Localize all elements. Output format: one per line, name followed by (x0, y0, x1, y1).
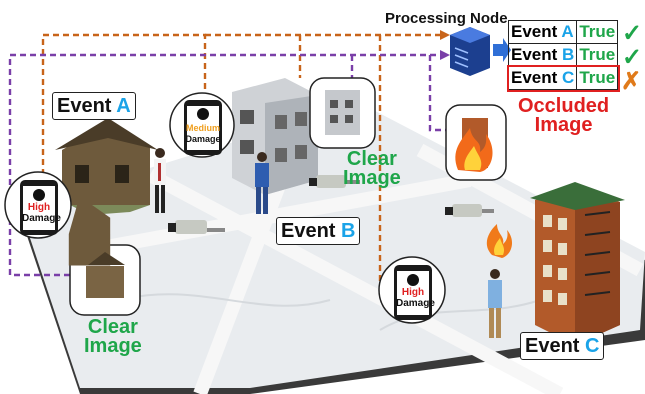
orange-connectors (41, 33, 440, 285)
damaged-building-b (232, 78, 318, 195)
phone-a-text: High Damage (22, 202, 61, 224)
camera-b-icon (309, 175, 360, 188)
person-b (255, 152, 269, 214)
phone-c-text: High Damage (396, 287, 435, 309)
table-cell-event: Event C (507, 66, 578, 90)
server-icon (450, 27, 490, 76)
event-c-label: Event C (520, 332, 605, 360)
camera-a-icon (168, 220, 225, 234)
purple-arrowhead (440, 50, 450, 60)
phone-c-damage: Damage (396, 298, 435, 309)
check-icon: ✓ (622, 44, 643, 71)
event-a-label: Event A (52, 92, 136, 120)
table-cell-value: True (576, 43, 619, 67)
check-icon: ✓ (622, 20, 643, 47)
table-row-occluded: Event C True (506, 64, 620, 92)
phone-bubble-b (169, 92, 235, 158)
tall-building-c (530, 182, 625, 345)
phone-b-text: Medium Damage (184, 123, 222, 145)
phone-a-severity: High (27, 202, 51, 213)
bubble-occluded-image (445, 104, 507, 181)
phone-a-damage: Damage (22, 213, 61, 224)
fire-icon (486, 224, 513, 258)
bubble-clear-image-b (309, 77, 376, 149)
table-cell-event: Event B (507, 43, 578, 67)
phone-b-severity: Medium (185, 123, 220, 133)
table-cell-value: True (576, 20, 619, 44)
phone-bubble-c (378, 256, 446, 324)
result-table: Event A True Event B True Event C True (506, 20, 620, 92)
processing-node-title: Processing Node (385, 10, 508, 27)
person-c (488, 269, 502, 338)
phone-bubble-a (4, 171, 72, 239)
event-b-label: Event B (276, 217, 361, 245)
person-a (154, 148, 166, 213)
cross-icon: ✗ (621, 68, 642, 95)
table-row: Event B True (507, 43, 619, 67)
camera-c-icon (445, 204, 494, 217)
table-row: Event A True (507, 20, 619, 44)
right-arrow-icon (493, 38, 511, 62)
purple-connectors (8, 53, 450, 277)
phone-c-severity: High (401, 287, 425, 298)
phone-b-damage: Damage (185, 134, 221, 144)
orange-arrowhead (440, 30, 450, 40)
table-cell-value: True (576, 66, 619, 90)
table-cell-event: Event A (507, 20, 578, 44)
bubble-clear-image-a (68, 196, 141, 316)
